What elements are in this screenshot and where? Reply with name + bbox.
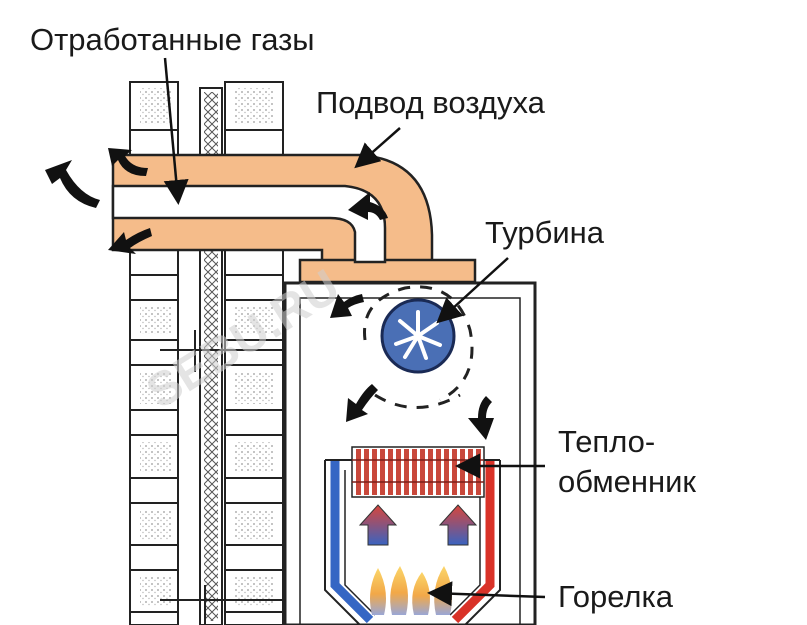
heat-rise-arrow-icon: [358, 504, 398, 546]
leader-air-supply: [354, 127, 401, 169]
label-air-supply: Подвод воздуха: [316, 85, 546, 120]
brick-texture: [140, 88, 274, 607]
heat-rise-arrow-icon-right: [438, 504, 478, 546]
label-turbine: Турбина: [485, 215, 605, 250]
label-heat-exchanger-line1: Тепло-: [558, 424, 655, 459]
leader-turbine: [436, 257, 509, 324]
turbine-housing: [363, 285, 474, 409]
airflow-arrow-icon: [45, 148, 494, 440]
exhaust-pipe: [111, 184, 387, 264]
leader-exhaust: [163, 57, 189, 205]
turbine-fan-icon: [380, 298, 456, 374]
brick-rows: [130, 129, 283, 613]
label-exhaust-gases: Отработанные газы: [30, 22, 315, 57]
label-heat-exchanger-line2: обменник: [558, 464, 696, 499]
leader-burner: [427, 581, 546, 607]
label-burner: Горелка: [558, 579, 674, 614]
leader-lines: [163, 57, 546, 607]
heat-exchanger: [351, 446, 485, 498]
wall-anchors: [160, 330, 285, 625]
